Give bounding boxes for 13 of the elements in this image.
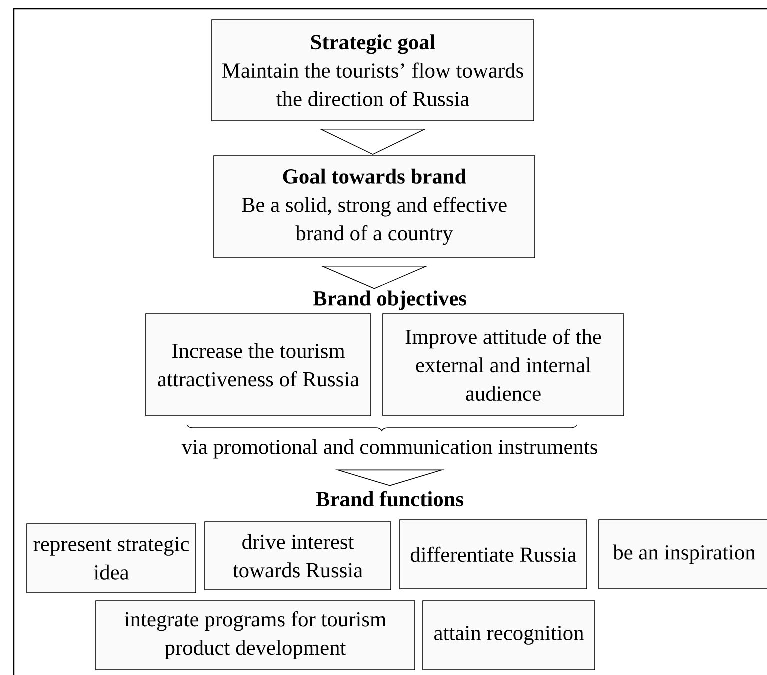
objective-box: Improve attitude of the external and internal audience	[382, 314, 624, 416]
caption-text: via promotional and communication instruments	[182, 439, 598, 459]
section-heading: Brand functions	[316, 491, 464, 507]
function-box: integrate programs for tourism product development	[96, 600, 416, 670]
section-heading: Brand objectives	[313, 290, 467, 310]
objective-box: Increase the tourism attractiveness of Russia	[146, 314, 372, 416]
goal-box: Strategic goal Maintain the tourists’ flow towards the direction of Russia	[212, 20, 534, 122]
function-box: be an inspiration	[598, 520, 767, 590]
function-box: attain recognition	[422, 600, 596, 670]
function-box: represent strategic idea	[26, 524, 196, 594]
function-box: differentiate Russia	[400, 520, 588, 590]
goal-box: Goal towards brand Be a solid, strong and effective brand of a country	[214, 156, 536, 258]
function-box: drive interest towards Russia	[204, 522, 392, 590]
